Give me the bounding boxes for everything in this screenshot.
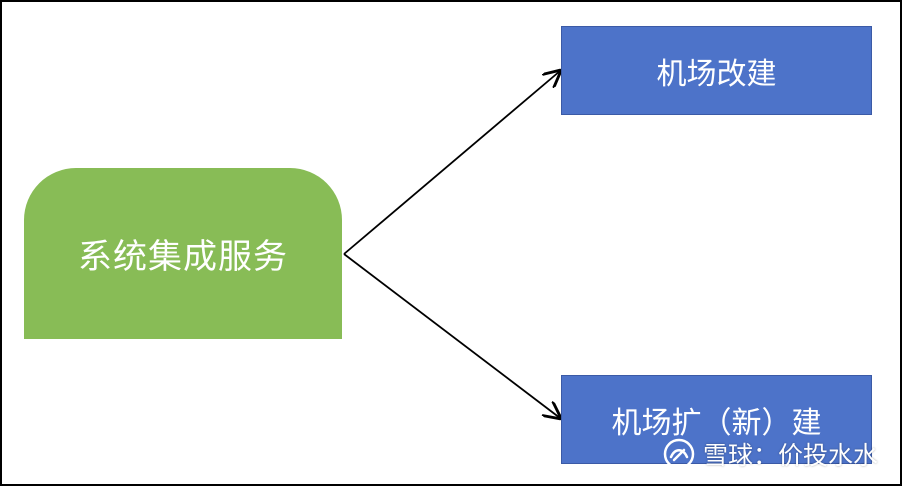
watermark-text: 雪球：价投水水 bbox=[702, 441, 878, 470]
watermark: 雪球：价投水水 bbox=[663, 436, 878, 472]
snowball-logo-icon bbox=[663, 438, 695, 470]
arrow-to-airport-renovation bbox=[343, 71, 560, 255]
system-integration-services-node: 系统集成服务 bbox=[24, 168, 342, 339]
arrow-to-airport-expansion bbox=[343, 253, 560, 418]
airport-renovation-node: 机场改建 bbox=[561, 26, 872, 115]
airport-expansion-node: 机场扩（新）建 bbox=[561, 375, 872, 464]
